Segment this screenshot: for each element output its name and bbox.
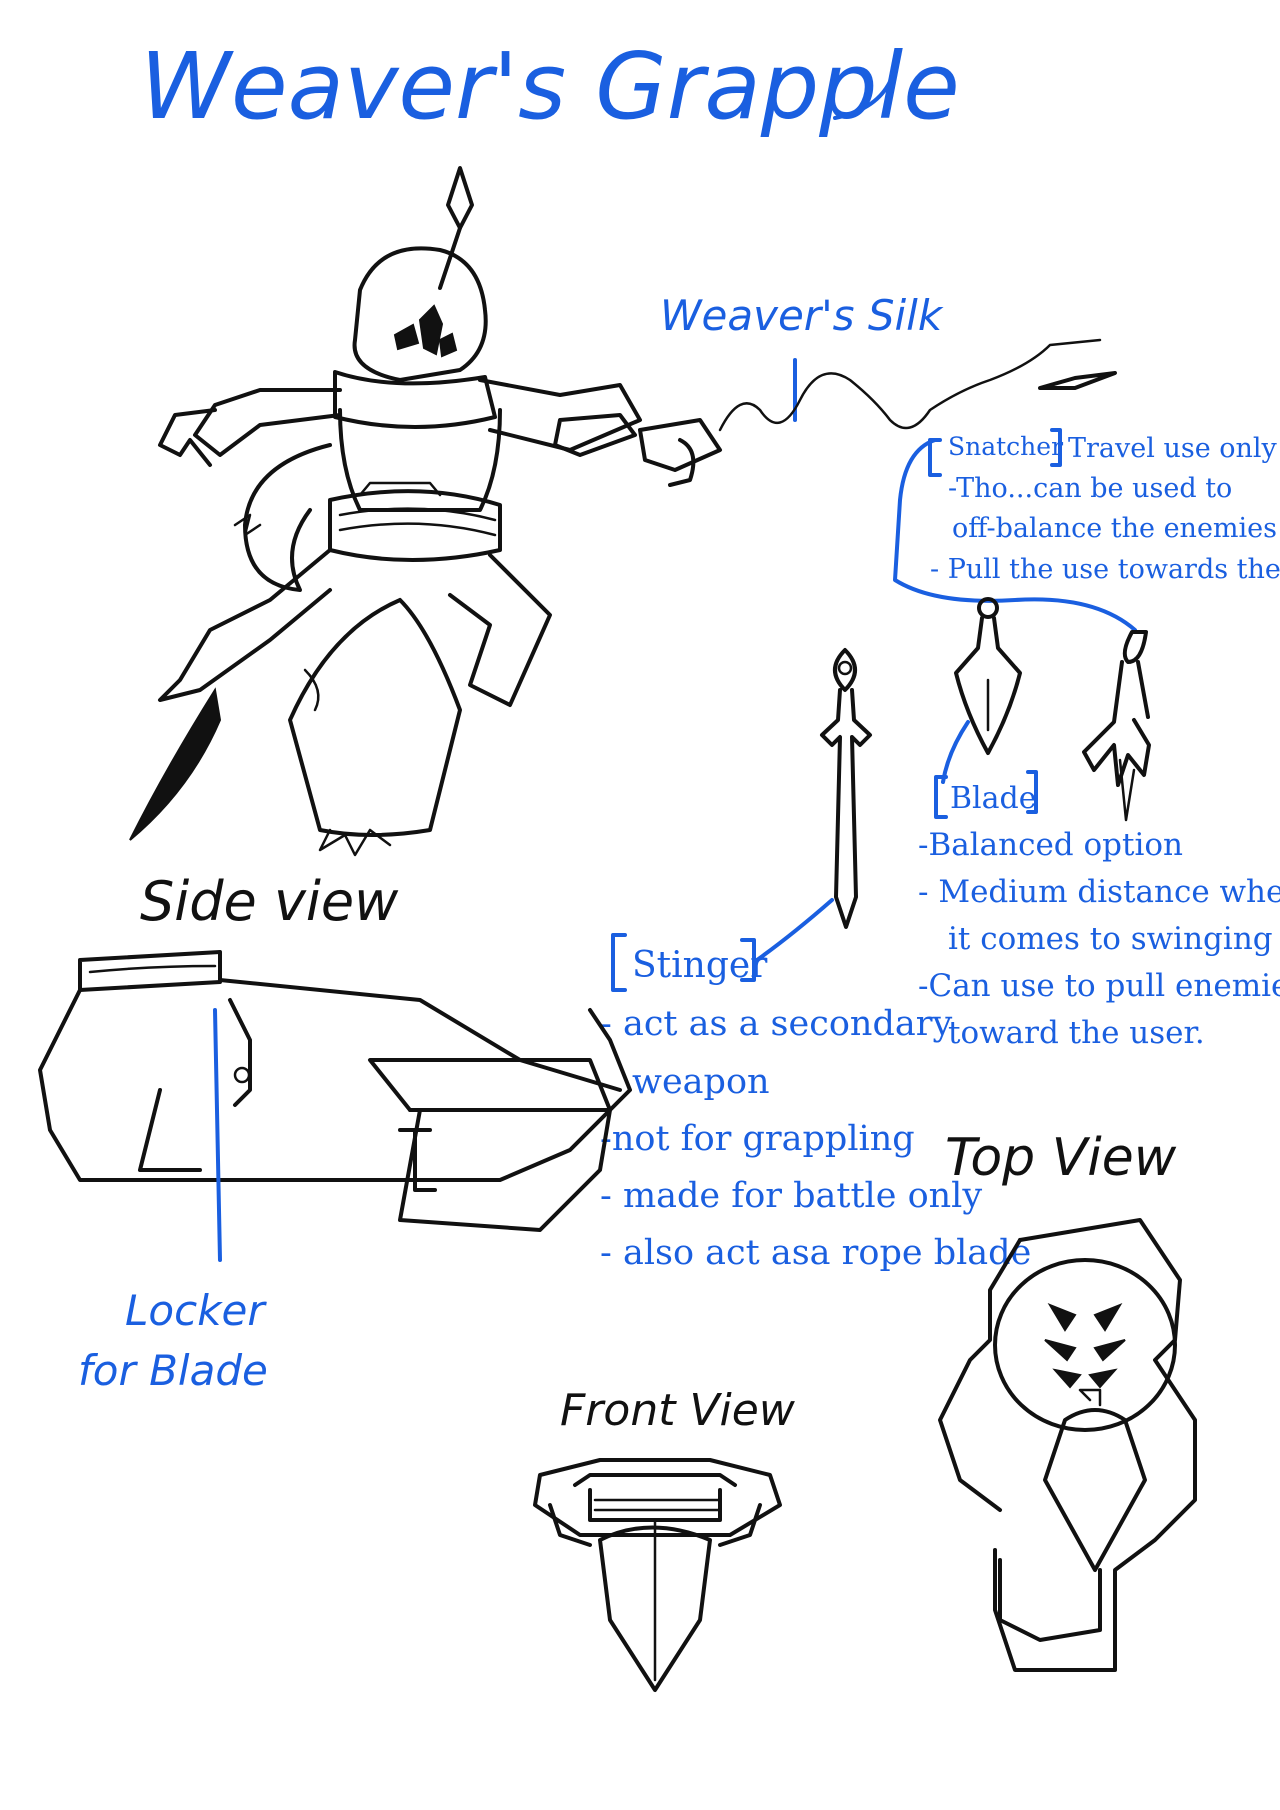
stinger-blade — [820, 648, 872, 929]
stinger-annotation: Stinger - act as a secondary weapon -not… — [600, 933, 1031, 1273]
snatcher-line-1: -Tho...can be used to — [948, 473, 1232, 504]
locker-label-line1: Locker — [125, 1286, 267, 1335]
snatcher-line-0: Travel use only — [1068, 433, 1278, 464]
stinger-line-2: -not for grappling — [600, 1119, 915, 1159]
snatcher-annotation: Snatcher Travel use only -Tho...can be u… — [893, 428, 1280, 632]
side-view-drawing — [38, 950, 632, 1232]
blade-line-0: -Balanced option — [918, 827, 1183, 863]
title-underline-swoosh — [833, 66, 897, 120]
side-view-label: Side view — [140, 870, 399, 933]
locker-label-line2: for Blade — [78, 1346, 268, 1395]
character-figure — [129, 166, 722, 857]
blade-line-4: toward the user. — [948, 1015, 1205, 1051]
locker-pointer — [213, 1008, 222, 1262]
blade-line-2: it comes to swinging — [948, 921, 1273, 957]
front-view-drawing — [533, 1458, 782, 1692]
silk-thread — [718, 338, 1102, 432]
front-view-label: Front View — [560, 1385, 796, 1436]
stinger-pointer — [755, 898, 834, 962]
snatcher-line-2: off-balance the enemies — [952, 513, 1277, 544]
blade-hook — [954, 597, 1022, 755]
blade-tag: Blade — [950, 781, 1036, 816]
top-view-label: Top View — [945, 1128, 1177, 1188]
sheet-title: Weaver's Grapple — [140, 33, 960, 140]
top-view-drawing — [938, 1218, 1197, 1672]
blade-line-3: -Can use to pull enemies — [918, 968, 1280, 1004]
stinger-line-4: - also act asa rope blade — [600, 1233, 1031, 1273]
silk-tip — [1038, 371, 1117, 390]
stinger-line-3: - made for battle only — [600, 1176, 982, 1216]
weavers-silk-label: Weaver's Silk — [660, 291, 944, 340]
snatcher-line-3: - Pull the use towards the enemy — [930, 554, 1280, 585]
stinger-line-1: weapon — [632, 1062, 770, 1102]
blade-annotation: Blade -Balanced option - Medium distance… — [918, 770, 1280, 1051]
blade-line-1: - Medium distance when — [918, 874, 1280, 910]
claw-hook — [1082, 630, 1151, 822]
snatcher-tag: Snatcher — [948, 432, 1063, 461]
blade-pointer — [941, 720, 970, 784]
stinger-line-0: - act as a secondary — [600, 1004, 952, 1044]
